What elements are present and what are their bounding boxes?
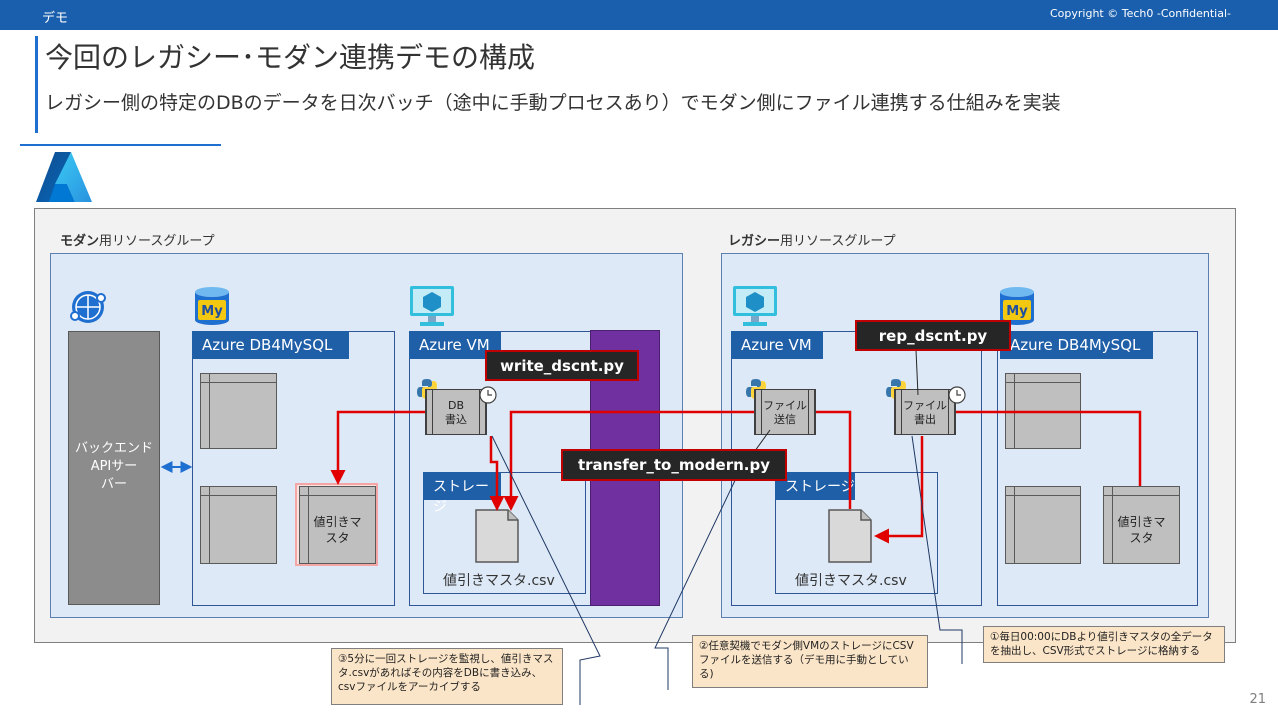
file-icon [475,509,519,563]
rep-script-callout: rep_dscnt.py [855,320,1011,351]
slide-subtitle: レガシー側の特定のDBのデータを日次バッチ（途中に手動プロセスあり）でモダン側に… [45,92,1061,114]
slide-title: 今回のレガシー･モダン連携デモの構成 [45,41,536,74]
copyright: Copyright © Tech0 -Confidential- [1049,7,1231,20]
modern-csv-label: 値引きマスタ.csv [443,573,555,589]
svg-text:My: My [1006,304,1028,319]
section-label: デモ [42,11,69,26]
vm-icon [410,286,454,326]
file-send-process: ファイル送信 [754,389,816,435]
svg-text:My: My [201,304,223,319]
vm-icon [733,286,777,326]
transfer-script-callout: transfer_to_modern.py [561,449,787,481]
db-table [1005,373,1081,449]
legacy-db-header: Azure DB4MySQL [1000,331,1153,359]
legacy-vm-header: Azure VM [731,331,823,359]
modern-storage-header: ストレージ [423,472,501,515]
legacy-csv-label: 値引きマスタ.csv [795,573,907,589]
file-send-label: ファイル送信 [763,399,807,426]
file-icon [828,509,872,563]
file-export-process: ファイル書出 [894,389,956,435]
legacy-group-label: レガシー用リソースグループ [728,234,896,249]
azure-logo [36,152,92,202]
modern-db-header: Azure DB4MySQL [192,331,349,359]
modern-group-label: モダン用リソースグループ [60,234,215,249]
note-step2: ②任意契機でモダン側VMのストレージにCSVファイルを送信する（デモ用に手動とし… [692,635,928,688]
mysql-icon: My [1000,287,1034,325]
db-table [200,486,277,564]
legacy-storage-header: ストレージ [775,472,855,500]
network-icon [70,291,106,323]
clock-icon [479,386,497,404]
mysql-icon: My [195,287,229,325]
page-number: 21 [1249,692,1266,707]
discount-master-label: 値引きマスタ [1117,515,1166,545]
top-bar: デモ Copyright © Tech0 -Confidential- [0,0,1278,30]
note-step3: ③5分に一回ストレージを監視し、値引きマスタ.csvがあればその内容をDBに書き… [331,648,563,705]
clock-icon [948,386,966,404]
title-accent-line [35,36,38,133]
discount-master-table: 値引きマスタ [1103,486,1180,564]
title-underline [20,144,221,146]
discount-master-table: 値引きマスタ [299,486,376,564]
discount-master-label: 値引きマスタ [313,515,362,545]
db-table [200,373,277,449]
file-export-label: ファイル書出 [903,399,947,426]
db-table [1005,486,1081,564]
write-script-callout: write_dscnt.py [485,350,639,381]
note-step1: ①毎日00:00にDBより値引きマスタの全データを抽出し、CSV形式でストレージ… [983,626,1225,663]
